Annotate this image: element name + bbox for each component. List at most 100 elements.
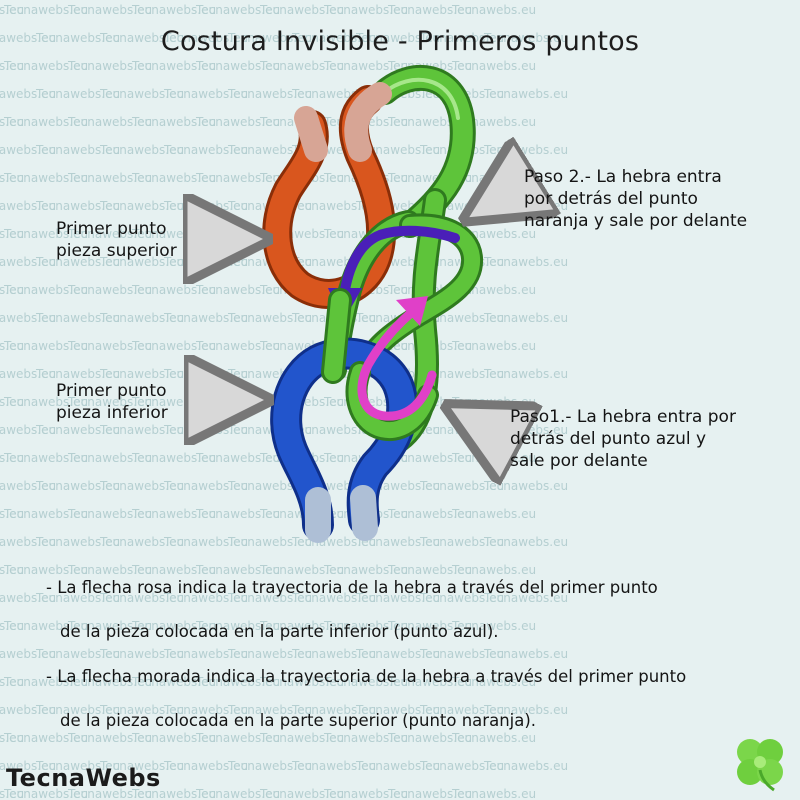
label-lower-stitch-line-1: Primer punto xyxy=(56,381,167,401)
watermark-text: Tecnawebs.eu xyxy=(0,675,24,689)
watermark-text: Tecnawebs.eu xyxy=(3,283,88,297)
watermark-text: Tecnawebs.eu xyxy=(163,31,248,45)
label-step1-line-2: detrás del punto azul y xyxy=(510,429,707,449)
watermark-text: Tecnawebs.eu xyxy=(99,479,184,493)
watermark-text: Tecnawebs.eu xyxy=(291,703,376,717)
watermark-text: Tecnawebs.eu xyxy=(483,87,568,101)
watermark-text: Tecnawebs.eu xyxy=(99,143,184,157)
watermark-text: Tecnawebs.eu xyxy=(3,619,88,633)
watermark-text: Tecnawebs.eu xyxy=(163,703,248,717)
watermark-text: Tecnawebs.eu xyxy=(291,591,376,605)
watermark-text: Tecnawebs.eu xyxy=(483,647,568,661)
watermark-text: Tecnawebs.eu xyxy=(195,731,280,745)
watermark-text: Tecnawebs.eu xyxy=(195,283,280,297)
watermark-text: Tecnawebs.eu xyxy=(67,283,152,297)
watermark-text: Tecnawebs.eu xyxy=(0,619,24,633)
brand-logo: TecnaWebs xyxy=(6,764,161,792)
label-step1-line-1: Paso1.- La hebra entra por xyxy=(510,407,736,427)
watermark-text: Tecnawebs.eu xyxy=(355,31,440,45)
watermark-text: Tecnawebs.eu xyxy=(35,143,120,157)
watermark-text: Tecnawebs.eu xyxy=(67,171,152,185)
watermark-text: Tecnawebs.eu xyxy=(0,339,24,353)
watermark-text: Tecnawebs.eu xyxy=(131,507,216,521)
watermark-text: Tecnawebs.eu xyxy=(0,647,56,661)
watermark-text: Tecnawebs.eu xyxy=(67,731,152,745)
watermark-text: Tecnawebs.eu xyxy=(67,563,152,577)
watermark-text: Tecnawebs.eu xyxy=(419,367,504,381)
watermark-text: Tecnawebs.eu xyxy=(131,115,216,129)
watermark-text: Tecnawebs.eu xyxy=(0,227,24,241)
watermark-text: Tecnawebs.eu xyxy=(0,703,56,717)
watermark-text: Tecnawebs.eu xyxy=(323,619,408,633)
watermark-text: Tecnawebs.eu xyxy=(163,87,248,101)
watermark-text: Tecnawebs.eu xyxy=(67,3,152,17)
watermark-text: Tecnawebs.eu xyxy=(67,675,152,689)
watermark-text: Tecnawebs.eu xyxy=(483,591,568,605)
watermark-text: Tecnawebs.eu xyxy=(323,3,408,17)
watermark-text: Tecnawebs.eu xyxy=(419,759,504,773)
watermark-text: Tecnawebs.eu xyxy=(67,507,152,521)
watermark-text: Tecnawebs.eu xyxy=(99,367,184,381)
watermark-text: Tecnawebs.eu xyxy=(259,59,344,73)
watermark-text: Tecnawebs.eu xyxy=(483,759,568,773)
green-thread-over-blue xyxy=(321,288,439,441)
watermark-text: Tecnawebs.eu xyxy=(195,59,280,73)
watermark-text: Tecnawebs.eu xyxy=(0,143,56,157)
watermark-text: Tecnawebs.eu xyxy=(67,619,152,633)
watermark-text: Tecnawebs.eu xyxy=(35,479,120,493)
watermark-text: Tecnawebs.eu xyxy=(387,675,472,689)
page-title: Costura Invisible - Primeros puntos xyxy=(160,26,640,57)
watermark-text: Tecnawebs.eu xyxy=(35,87,120,101)
watermark-text: Tecnawebs.eu xyxy=(3,675,88,689)
note-pink-line-1: - La flecha rosa indica la trayectoria d… xyxy=(46,578,658,597)
watermark-text: Tecnawebs.eu xyxy=(35,647,120,661)
watermark-text: Tecnawebs.eu xyxy=(3,563,88,577)
watermark-text: Tecnawebs.eu xyxy=(0,563,24,577)
watermark-text: Tecnawebs.eu xyxy=(0,3,24,17)
watermark-text: Tecnawebs.eu xyxy=(195,339,280,353)
watermark-text: Tecnawebs.eu xyxy=(0,199,56,213)
watermark-text: Tecnawebs.eu xyxy=(3,339,88,353)
watermark-text: Tecnawebs.eu xyxy=(195,675,280,689)
watermark-text: Tecnawebs.eu xyxy=(419,647,504,661)
label-step2-line-1: Paso 2.- La hebra entra xyxy=(524,167,722,187)
watermark-text: Tecnawebs.eu xyxy=(419,703,504,717)
watermark-text: Tecnawebs.eu xyxy=(259,619,344,633)
watermark-text: Tecnawebs.eu xyxy=(227,143,312,157)
watermark-text: Tecnawebs.eu xyxy=(227,703,312,717)
watermark-text: Tecnawebs.eu xyxy=(291,31,376,45)
watermark-text: Tecnawebs.eu xyxy=(163,647,248,661)
watermark-text: Tecnawebs.eu xyxy=(0,395,24,409)
watermark-text: Tecnawebs.eu xyxy=(99,423,184,437)
watermark-text: Tecnawebs.eu xyxy=(227,311,312,325)
note-pink-line-2: de la pieza colocada en la parte inferio… xyxy=(60,622,499,641)
watermark-text: Tecnawebs.eu xyxy=(259,563,344,577)
watermark-text: Tecnawebs.eu xyxy=(163,759,248,773)
watermark-text: Tecnawebs.eu xyxy=(0,115,24,129)
watermark-text: Tecnawebs.eu xyxy=(163,143,248,157)
watermark-text: Tecnawebs.eu xyxy=(451,3,536,17)
watermark-text: Tecnawebs.eu xyxy=(163,479,248,493)
watermark-text: Tecnawebs.eu xyxy=(131,675,216,689)
watermark-text: Tecnawebs.eu xyxy=(35,31,120,45)
watermark-text: Tecnawebs.eu xyxy=(3,507,88,521)
watermark-text: Tecnawebs.eu xyxy=(0,59,24,73)
watermark-text: Tecnawebs.eu xyxy=(451,59,536,73)
watermark-text: Tecnawebs.eu xyxy=(0,451,24,465)
watermark-text: Tecnawebs.eu xyxy=(0,535,56,549)
watermark-text: Tecnawebs.eu xyxy=(3,59,88,73)
watermark-text: Tecnawebs.eu xyxy=(0,787,24,800)
watermark-text: Tecnawebs.eu xyxy=(3,451,88,465)
watermark-text: Tecnawebs.eu xyxy=(419,591,504,605)
label-lower-stitch-line-2: pieza inferior xyxy=(56,403,168,423)
watermark-text: Tecnawebs.eu xyxy=(323,787,408,800)
watermark-text: Tecnawebs.eu xyxy=(227,535,312,549)
watermark-text: Tecnawebs.eu xyxy=(35,759,120,773)
watermark-text: Tecnawebs.eu xyxy=(355,647,440,661)
watermark-text: Tecnawebs.eu xyxy=(355,703,440,717)
watermark-text: Tecnawebs.eu xyxy=(131,339,216,353)
label-upper-stitch-line-1: Primer punto xyxy=(56,219,167,239)
watermark-text: Tecnawebs.eu xyxy=(35,423,120,437)
watermark-text: Tecnawebs.eu xyxy=(387,3,472,17)
watermark-text: Tecnawebs.eu xyxy=(67,227,152,241)
